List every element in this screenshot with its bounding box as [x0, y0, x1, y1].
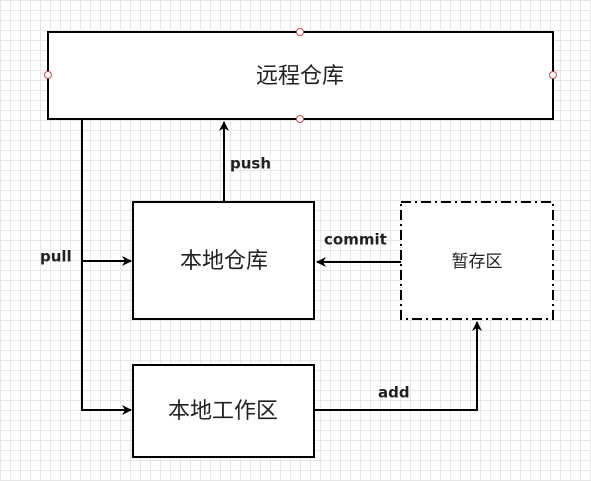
add-arrow[interactable] — [314, 321, 482, 411]
local-workspace-node[interactable]: 本地工作区 — [132, 364, 315, 458]
pull-to-local-repo-arrow[interactable] — [81, 119, 132, 266]
push-label: push — [230, 155, 271, 173]
selection-handles[interactable] — [44, 28, 557, 123]
staging-area-label: 暂存区 — [452, 252, 503, 272]
commit-label: commit — [324, 231, 387, 249]
selection-handle-left[interactable] — [44, 71, 52, 79]
remote-repo-node[interactable]: 远程仓库 — [47, 31, 554, 120]
local-workspace-label: 本地工作区 — [168, 399, 278, 424]
remote-repo-label: 远程仓库 — [256, 64, 344, 89]
pull-label: pull — [40, 248, 72, 266]
local-repo-label: 本地仓库 — [180, 249, 268, 274]
selection-handle-top[interactable] — [296, 28, 304, 36]
pull-to-workspace-arrow[interactable] — [81, 261, 132, 415]
selection-handle-bottom[interactable] — [296, 115, 304, 123]
local-repo-node[interactable]: 本地仓库 — [132, 201, 315, 320]
add-label: add — [378, 384, 410, 402]
selection-handle-right[interactable] — [549, 71, 557, 79]
staging-area-node[interactable]: 暂存区 — [400, 201, 554, 320]
